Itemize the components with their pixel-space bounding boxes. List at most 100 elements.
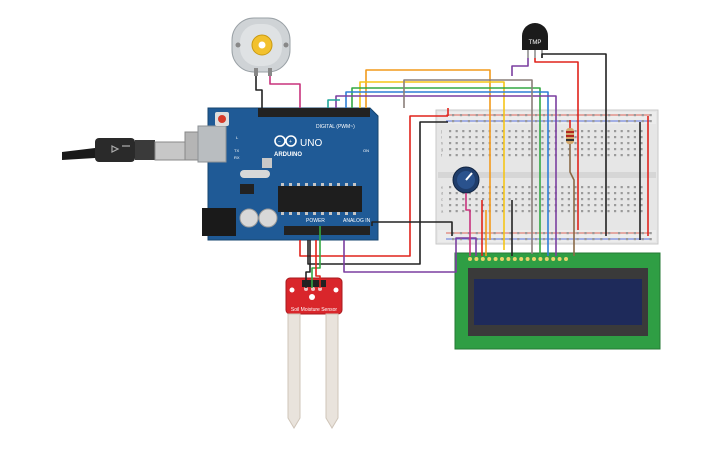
power-header-label: POWER	[306, 218, 325, 224]
breadboard-hole	[633, 204, 636, 207]
rail-hole	[649, 120, 652, 123]
wires	[255, 53, 649, 288]
breadboard-hole	[587, 198, 590, 201]
breadboard-hole	[515, 192, 518, 195]
breadboard-hole	[534, 198, 537, 201]
breadboard-hole	[594, 198, 597, 201]
breadboard-hole	[614, 192, 617, 195]
lcd-pin	[480, 257, 485, 261]
breadboard-hole	[534, 186, 537, 189]
wire-a0	[371, 221, 453, 236]
breadboard-hole	[501, 210, 504, 213]
temperature-sensor: TMP	[522, 23, 548, 58]
breadboard-hole	[633, 130, 636, 133]
breadboard-hole	[594, 142, 597, 145]
breadboard-hole	[587, 130, 590, 133]
breadboard-hole	[455, 130, 458, 133]
breadboard-hole	[521, 204, 524, 207]
breadboard-hole	[449, 198, 452, 201]
breadboard-hole	[561, 198, 564, 201]
rail-hole	[542, 120, 546, 123]
wire-purple-bottom	[343, 237, 477, 273]
rail-hole	[558, 120, 561, 123]
breadboard-hole	[462, 198, 465, 201]
breadboard-hole	[495, 186, 498, 189]
breadboard-hole	[627, 154, 630, 157]
lcd-pin	[532, 257, 536, 261]
breadboard-hole	[534, 192, 537, 195]
breadboard-hole	[620, 142, 623, 145]
breadboard-hole	[455, 210, 458, 213]
rail-hole	[459, 120, 463, 123]
breadboard-hole	[508, 142, 511, 145]
rail-hole	[483, 120, 486, 123]
rail-hole	[542, 232, 546, 235]
breadboard-hole	[627, 210, 630, 213]
breadboard-hole	[600, 142, 603, 145]
breadboard-hole	[521, 186, 524, 189]
rail-hole	[452, 114, 455, 117]
breadboard-hole	[455, 148, 458, 151]
rail-hole	[558, 238, 561, 241]
breadboard-hole	[449, 192, 452, 195]
breadboard-hole	[462, 142, 465, 145]
breadboard-hole	[482, 142, 485, 145]
wire-yellow	[359, 81, 505, 250]
breadboard-hole	[508, 204, 511, 207]
wire-blue	[345, 91, 549, 256]
breadboard-hole	[468, 148, 471, 151]
breadboard-row-letter: d	[441, 191, 443, 196]
breadboard-hole	[455, 136, 458, 139]
wire-gnd	[307, 121, 448, 265]
breadboard-hole	[548, 192, 551, 195]
rail-hole	[625, 120, 629, 123]
breadboard-hole	[534, 204, 537, 207]
rail-hole	[501, 120, 504, 123]
rail-hole	[641, 120, 644, 123]
breadboard-hole	[462, 210, 465, 213]
breadboard-hole	[468, 136, 471, 139]
rail-hole	[535, 114, 538, 117]
breadboard-hole	[633, 148, 636, 151]
breadboard-hole	[482, 154, 485, 157]
breadboard-hole	[567, 192, 570, 195]
breadboard-hole	[567, 210, 570, 213]
breadboard-hole	[462, 136, 465, 139]
lcd-pin	[557, 257, 562, 261]
rail-hole	[618, 238, 621, 241]
breadboard-hole	[541, 154, 544, 157]
tmp-label: TMP	[529, 40, 542, 46]
breadboard-hole	[468, 154, 471, 157]
breadboard-hole	[449, 136, 452, 139]
rail-hole	[625, 232, 629, 235]
rail-hole	[584, 238, 587, 241]
breadboard-hole	[528, 204, 531, 207]
breadboard-hole	[633, 142, 636, 145]
breadboard-row-letter: e	[441, 185, 444, 190]
breadboard-hole	[620, 148, 623, 151]
breadboard-hole	[561, 186, 564, 189]
breadboard-hole	[587, 142, 590, 145]
breadboard-hole	[501, 142, 504, 145]
rail-hole	[550, 232, 553, 235]
breadboard-hole	[587, 154, 590, 157]
breadboard-hole	[515, 148, 518, 151]
breadboard-hole	[614, 130, 617, 133]
breadboard-hole	[508, 198, 511, 201]
rail-hole	[566, 120, 569, 123]
rail-hole	[517, 114, 520, 117]
rail-hole	[649, 238, 652, 241]
rail-hole	[550, 114, 553, 117]
rail-hole	[576, 238, 579, 241]
rail-hole	[558, 114, 561, 117]
on-label: ON	[363, 148, 369, 153]
breadboard-hole	[600, 186, 603, 189]
breadboard-hole	[561, 130, 564, 133]
breadboard-hole	[614, 142, 617, 145]
breadboard-hole	[574, 136, 577, 139]
breadboard-hole	[482, 198, 485, 201]
breadboard-hole	[482, 130, 485, 133]
breadboard-hole	[501, 198, 504, 201]
rail-hole	[517, 232, 520, 235]
breadboard-hole	[548, 186, 551, 189]
